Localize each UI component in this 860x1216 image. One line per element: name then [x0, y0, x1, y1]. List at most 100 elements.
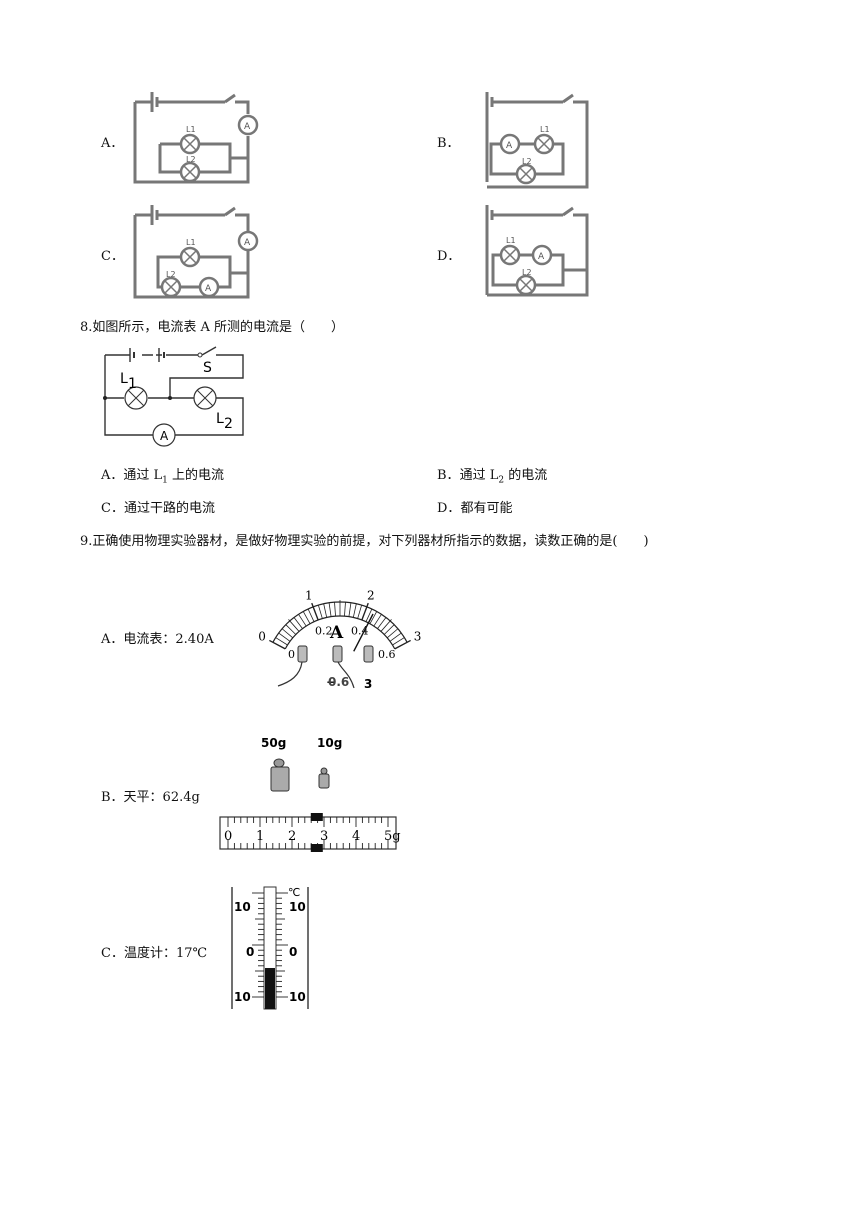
q8-stem: 8.如图所示，电流表 A 所测的电流是（ ） [80, 320, 345, 335]
option-letter: A． [101, 468, 124, 483]
q8-option-c[interactable]: C．通过干路的电流 [101, 497, 215, 516]
ammeter-tick [394, 639, 411, 650]
weight-10g-icon [318, 767, 330, 789]
ammeter-arc-outer [272, 601, 408, 643]
ammeter-tick [302, 611, 311, 624]
q7-circuit-d: A L1 L2 [485, 205, 589, 297]
q8-l1-sub: 1 [128, 376, 137, 392]
option-text-tail: 的电流 [504, 468, 548, 483]
balance-scale-label: 0 [224, 829, 232, 844]
balance-rider-bottom [310, 844, 323, 852]
ammeter-lower-label: 0 [288, 648, 295, 661]
ammeter-lower-label: 0.4 [351, 624, 369, 637]
q8-ammeter-label: A [160, 429, 169, 443]
balance-scale-label: 2 [288, 829, 296, 844]
ammeter-tick [323, 603, 328, 618]
l1-label: L1 [506, 236, 516, 245]
thermo-left-mid: 0 [246, 945, 254, 959]
ammeter-d-label: A [538, 252, 545, 262]
option-text: 通过 L [123, 468, 163, 483]
ammeter-tick [281, 628, 294, 639]
ammeter-tick [317, 605, 323, 619]
l2-label: L2 [522, 268, 532, 277]
l1-label: L1 [186, 238, 196, 247]
option-text: 通过干路的电流 [123, 501, 215, 516]
q9-option-b[interactable]: B．天平：62.4g [101, 790, 200, 805]
q8-l2-sub: 2 [224, 416, 233, 432]
thermo-left-top: 10 [234, 900, 251, 914]
weight-50g-icon [270, 758, 290, 792]
ammeter-tick [269, 639, 286, 650]
ammeter-arc-inner [284, 615, 396, 650]
weight-50g-label: 50g [261, 736, 286, 750]
q8-l2-label: L [216, 411, 224, 427]
ammeter-tick [392, 637, 405, 646]
l2-label: L2 [522, 157, 532, 166]
q7-circuit-a: A L1 L2 [133, 92, 259, 184]
balance-scale-label: 1 [256, 829, 264, 844]
l1-label: L1 [540, 125, 550, 134]
thermometer-unit: ℃ [288, 886, 300, 899]
option-text-tail: 上的电流 [167, 468, 225, 483]
q9-stem: 9.正确使用物理实验器材，是做好物理实验的前提，对下列器材所指示的数据，读数正确… [80, 534, 649, 549]
option-letter: D． [437, 501, 461, 516]
thermo-right-mid: 0 [289, 945, 297, 959]
q8-option-b[interactable]: B．通过 L2 的电流 [437, 464, 547, 486]
ammeter-tick [275, 637, 288, 646]
option-sub: 2 [498, 475, 505, 486]
ammeter-tick [380, 619, 392, 632]
terminal-minus: − [326, 675, 336, 689]
ammeter-tick [328, 602, 332, 617]
terminal-0-6: 0.6 [328, 675, 349, 689]
q9-option-a[interactable]: A．电流表：2.40A [101, 632, 214, 647]
option-text: 都有可能 [460, 501, 513, 516]
option-sub: 1 [162, 475, 168, 486]
ammeter-lower-labels: 0 0.2 0.4 0.6 [288, 624, 396, 661]
ammeter-upper-label: 0 [258, 630, 266, 644]
ammeter-tick [278, 632, 291, 642]
q7-option-b-letter[interactable]: B． [437, 136, 460, 151]
ammeter-lower-label: 0.2 [315, 624, 333, 637]
q7-option-a-letter[interactable]: A． [101, 136, 124, 151]
ammeter-scale-ticks [269, 600, 411, 650]
ammeter-needle [353, 613, 374, 652]
ammeter-tick [344, 602, 346, 617]
l1-label: L1 [186, 125, 196, 134]
ammeter-tick [373, 614, 382, 627]
ammeter-tick [311, 602, 319, 621]
q8-l1-label: L [120, 371, 128, 387]
ammeter-c2-label: A [205, 284, 212, 294]
q7-option-c-letter[interactable]: C． [101, 249, 124, 264]
q7-option-d-letter[interactable]: D． [437, 249, 461, 264]
ammeter-unit: A [329, 623, 344, 643]
q8-option-d[interactable]: D．都有可能 [437, 497, 512, 516]
ammeter-tick [383, 624, 395, 635]
thermo-left-bottom: 10 [234, 990, 251, 1004]
q8-switch-label: S [203, 360, 212, 376]
balance-scale-ticks [227, 817, 389, 849]
ammeter-tick [293, 617, 303, 629]
ammeter-upper-label: 3 [414, 630, 422, 644]
option-letter: B． [437, 468, 460, 483]
q9-option-c[interactable]: C．温度计：17℃ [101, 946, 208, 961]
thermometer-figure: ℃ 10 0 10 10 0 10 [231, 886, 309, 1010]
ammeter-tick [357, 605, 363, 619]
q8-circuit: A S L 1 L 2 [103, 346, 244, 447]
ammeter-terminals: − 0.6 3 [277, 645, 374, 691]
ammeter-lower-label: 0.6 [378, 648, 396, 661]
ammeter-tick [307, 608, 315, 622]
thermometer-ticks [252, 892, 288, 998]
ammeter-tick [377, 617, 387, 629]
ammeter-tick [288, 619, 300, 632]
ammeter-c-label: A [244, 238, 251, 248]
ammeter-tick [365, 608, 373, 622]
ammeter-a-label: A [244, 122, 251, 132]
balance-scale-label: 3 [320, 829, 328, 844]
terminal-3: 3 [364, 677, 372, 691]
ammeter-tick [334, 602, 336, 617]
ammeter-tick [369, 611, 378, 624]
q8-option-a[interactable]: A．通过 L1 上的电流 [101, 464, 224, 486]
ammeter-tick [386, 628, 399, 639]
